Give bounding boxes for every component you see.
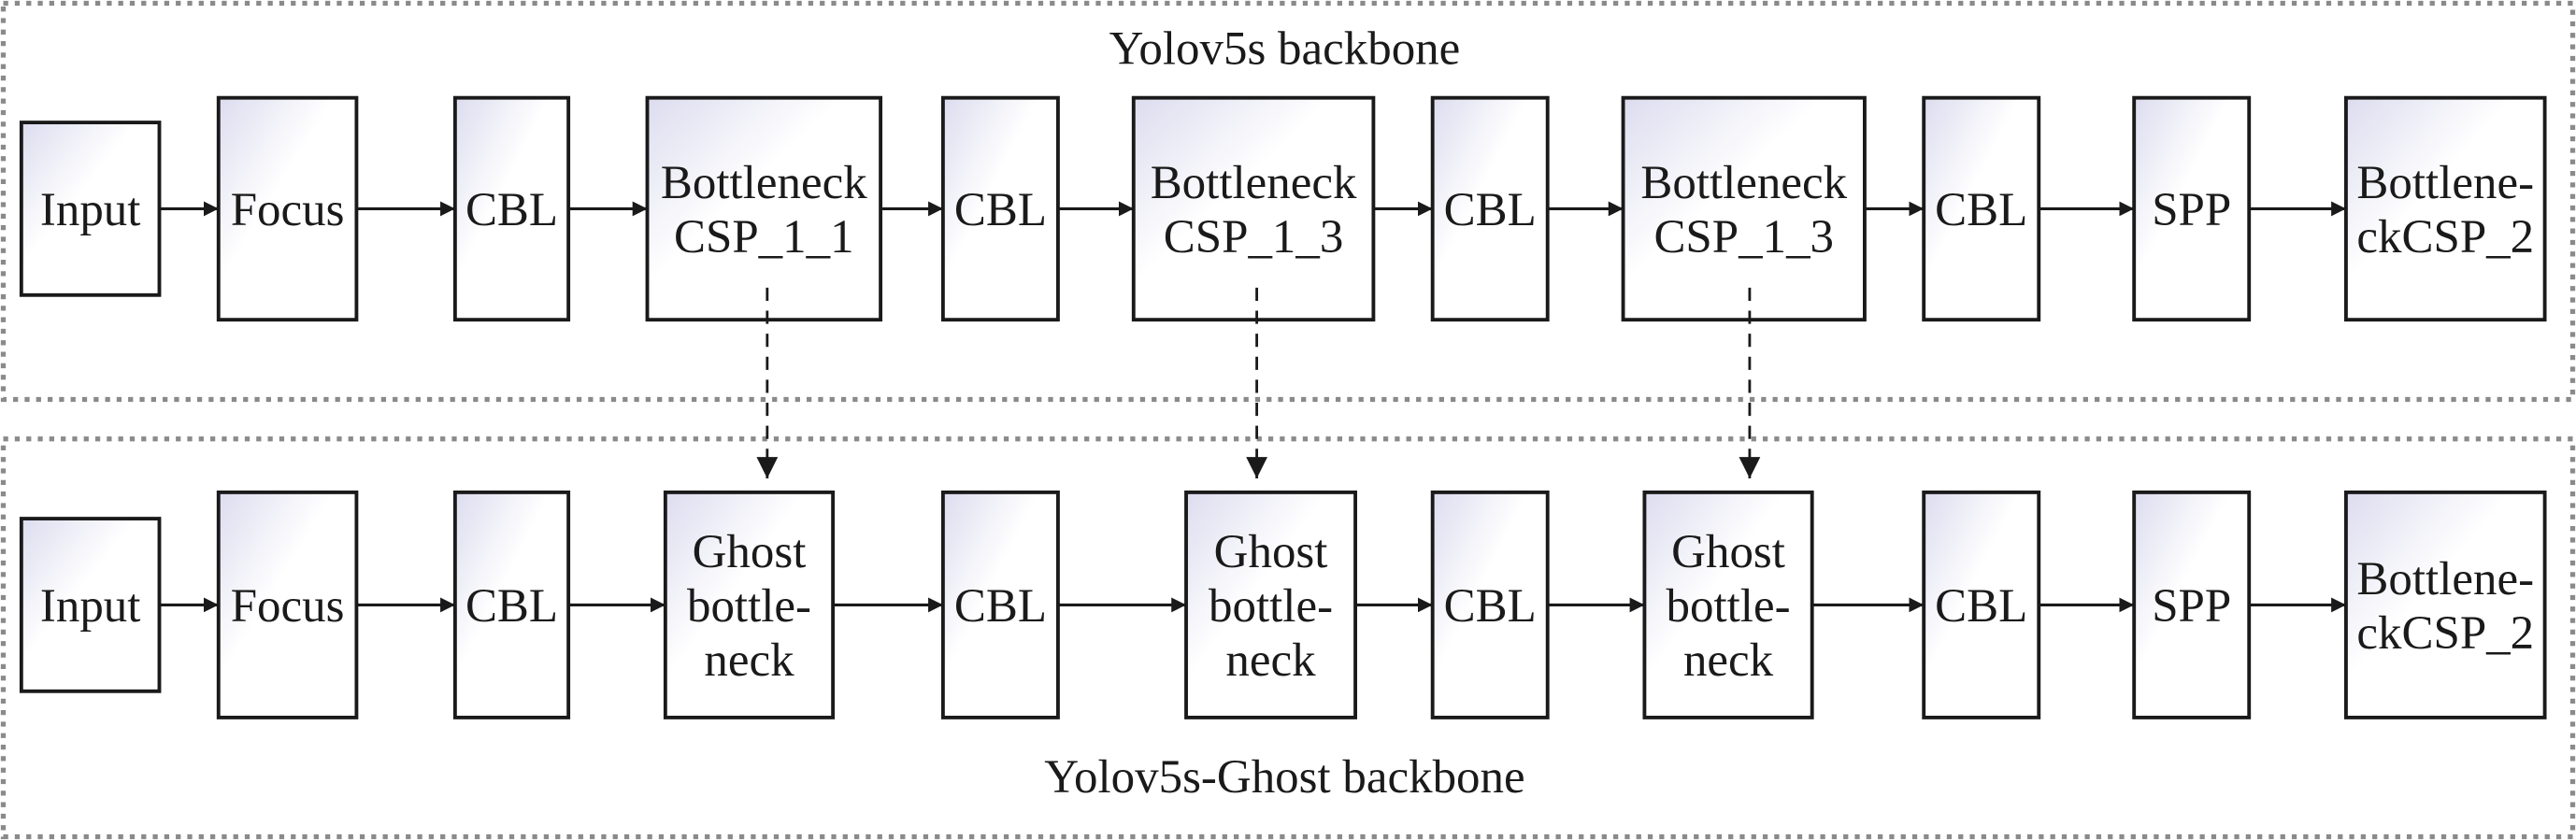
block-label-line: Bottleneck bbox=[661, 157, 867, 209]
block-label-line: Ghost bbox=[1214, 526, 1328, 578]
block-box bbox=[216, 95, 359, 322]
block-box bbox=[2343, 95, 2547, 322]
block-label-line: SPP bbox=[2152, 580, 2231, 633]
block-label: Input bbox=[40, 184, 141, 236]
block-label-line: CSP_1_3 bbox=[1164, 211, 1344, 263]
block-label-line: CBL bbox=[1444, 184, 1537, 236]
block-label-line: bottle- bbox=[1667, 580, 1791, 633]
block-label-line: bottle- bbox=[687, 580, 811, 633]
block-label: CBL bbox=[465, 580, 558, 633]
block-label-line: neck bbox=[1683, 634, 1774, 687]
bottom-block-cbl: CBL bbox=[452, 490, 571, 719]
bottom-block-cbl: CBL bbox=[1922, 490, 2041, 719]
block-box bbox=[663, 490, 836, 719]
block-label-line: CBL bbox=[1935, 184, 2027, 236]
block-box bbox=[452, 95, 571, 322]
block-label-line: Focus bbox=[231, 580, 345, 633]
block-box bbox=[1621, 95, 1867, 322]
block-box bbox=[2343, 490, 2547, 719]
top-block-bottlene-ckcsp-2: Bottlene-ckCSP_2 bbox=[2343, 95, 2547, 322]
block-label: SPP bbox=[2152, 580, 2231, 633]
block-label: Focus bbox=[231, 580, 345, 633]
top-block-cbl: CBL bbox=[940, 95, 1060, 322]
block-label-line: Bottleneck bbox=[1640, 157, 1847, 209]
block-label-line: Input bbox=[40, 184, 141, 236]
block-label-line: CBL bbox=[1935, 580, 2027, 633]
block-label: CBL bbox=[1444, 580, 1537, 633]
top-block-focus: Focus bbox=[216, 95, 359, 322]
top-block-cbl: CBL bbox=[452, 95, 571, 322]
block-label: CBL bbox=[954, 184, 1047, 236]
bottom-block-cbl: CBL bbox=[1430, 490, 1550, 719]
bottom-block-cbl: CBL bbox=[940, 490, 1060, 719]
bottom-block-input: Input bbox=[19, 517, 162, 693]
top-block-cbl: CBL bbox=[1922, 95, 2041, 322]
top-title: Yolov5s backbone bbox=[1109, 23, 1461, 76]
block-box bbox=[19, 121, 162, 297]
block-label-line: CBL bbox=[954, 580, 1047, 633]
block-label: Bottlene-ckCSP_2 bbox=[2356, 157, 2534, 263]
block-box bbox=[1184, 490, 1357, 719]
block-box bbox=[1430, 95, 1550, 322]
block-box bbox=[940, 490, 1060, 719]
block-label: CBL bbox=[465, 184, 558, 236]
block-box bbox=[940, 95, 1060, 322]
bottom-block-focus: Focus bbox=[216, 490, 359, 719]
block-label-line: Bottlene- bbox=[2356, 553, 2534, 605]
block-label: CBL bbox=[1935, 580, 2027, 633]
block-label-line: Ghost bbox=[693, 526, 807, 578]
block-box bbox=[1642, 490, 1814, 719]
block-label-line: neck bbox=[1225, 634, 1316, 687]
block-label-line: SPP bbox=[2152, 184, 2231, 236]
block-label-line: neck bbox=[704, 634, 794, 687]
block-label-line: Input bbox=[40, 580, 141, 633]
top-block-cbl: CBL bbox=[1430, 95, 1550, 322]
top-block-input: Input bbox=[19, 121, 162, 297]
block-label: Bottlene-ckCSP_2 bbox=[2356, 553, 2534, 660]
bottom-block-spp: SPP bbox=[2132, 490, 2252, 719]
block-label: CBL bbox=[954, 580, 1047, 633]
bottom-block-bottlene-ckcsp-2: Bottlene-ckCSP_2 bbox=[2343, 490, 2547, 719]
block-label-line: CSP_1_3 bbox=[1653, 211, 1834, 263]
block-label-line: Bottlene- bbox=[2356, 157, 2534, 209]
block-label: Input bbox=[40, 580, 141, 633]
block-box bbox=[2132, 490, 2252, 719]
block-label: SPP bbox=[2152, 184, 2231, 236]
block-label-line: Focus bbox=[231, 184, 345, 236]
block-box bbox=[452, 490, 571, 719]
block-label-line: ckCSP_2 bbox=[2356, 607, 2534, 660]
block-box bbox=[19, 517, 162, 693]
block-label-line: CBL bbox=[954, 184, 1047, 236]
block-label-line: CBL bbox=[465, 184, 558, 236]
block-label-line: ckCSP_2 bbox=[2356, 211, 2534, 263]
top-block-spp: SPP bbox=[2132, 95, 2252, 322]
block-label-line: CSP_1_1 bbox=[674, 211, 854, 263]
block-label: Focus bbox=[231, 184, 345, 236]
block-label-line: bottle- bbox=[1209, 580, 1333, 633]
block-label-line: Bottleneck bbox=[1151, 157, 1357, 209]
block-label-line: CBL bbox=[1444, 580, 1537, 633]
bottom-title: Yolov5s-Ghost backbone bbox=[1044, 751, 1524, 804]
block-label-line: CBL bbox=[465, 580, 558, 633]
block-box bbox=[216, 490, 359, 719]
block-label: CBL bbox=[1935, 184, 2027, 236]
block-label-line: Ghost bbox=[1671, 526, 1785, 578]
block-label: CBL bbox=[1444, 184, 1537, 236]
